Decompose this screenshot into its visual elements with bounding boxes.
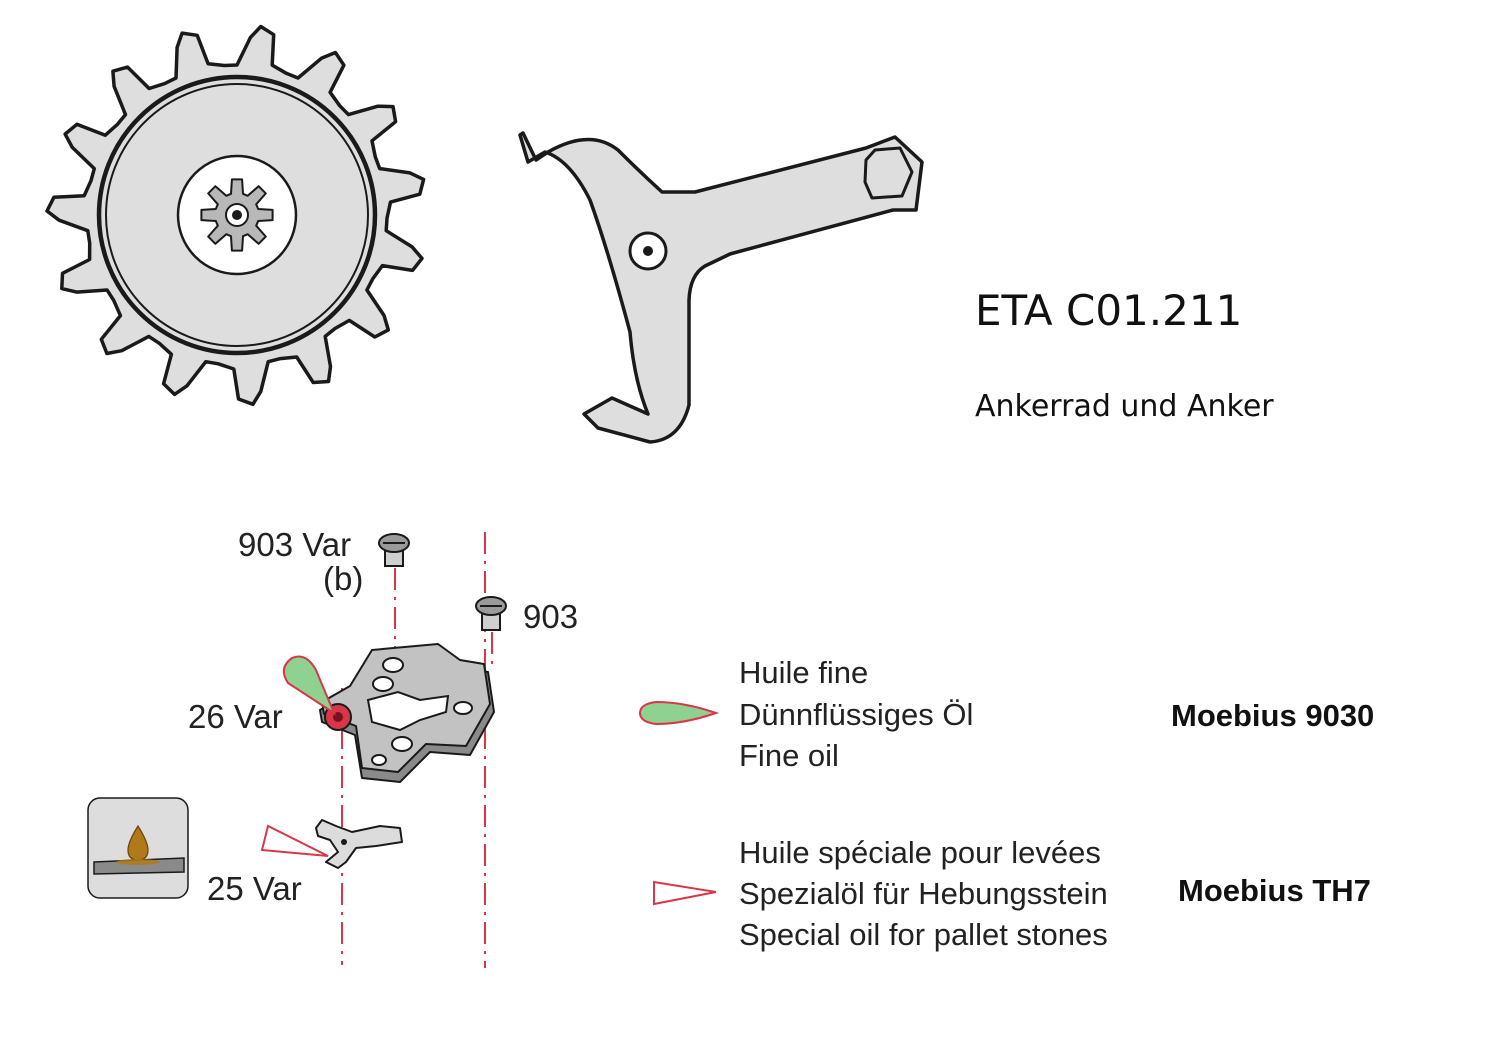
- pallet-fork-small-icon: [315, 819, 403, 869]
- fine-oil-legend-icon: [638, 700, 720, 726]
- page-subtitle: Ankerrad und Anker: [975, 389, 1274, 424]
- part-label-903: 903: [523, 598, 579, 635]
- escape-wheel-icon: [45, 24, 426, 407]
- part-label-903-var-note: (b): [323, 560, 364, 597]
- fine-oil-line-fr: Huile fine: [739, 655, 869, 690]
- special-oil-marker: [260, 824, 329, 857]
- screw-icon: [378, 533, 410, 567]
- fine-oil-line-en: Fine oil: [739, 738, 839, 773]
- fine-oil-line-de: Dünnflüssiges Öl: [739, 697, 974, 732]
- special-oil-line-fr: Huile spéciale pour levées: [739, 835, 1101, 870]
- part-label-26-var: 26 Var: [188, 698, 283, 735]
- pallet-bridge-icon: [319, 643, 495, 783]
- part-label-903-var: 903 Var: [238, 526, 352, 563]
- fine-oil-marker: [282, 655, 337, 716]
- special-oil-line-en: Special oil for pallet stones: [739, 917, 1108, 952]
- special-oil-brand: Moebius TH7: [1178, 873, 1371, 908]
- part-label-25-var: 25 Var: [207, 870, 302, 907]
- special-oil-legend-icon: [653, 880, 717, 906]
- page-title: ETA C01.211: [975, 286, 1243, 335]
- fine-oil-brand: Moebius 9030: [1171, 698, 1375, 733]
- pallet-fork-icon: [518, 131, 924, 444]
- oil-drop-icon: [87, 797, 189, 899]
- special-oil-line-de: Spezialöl für Hebungsstein: [739, 876, 1108, 911]
- screw-icon: [475, 596, 507, 631]
